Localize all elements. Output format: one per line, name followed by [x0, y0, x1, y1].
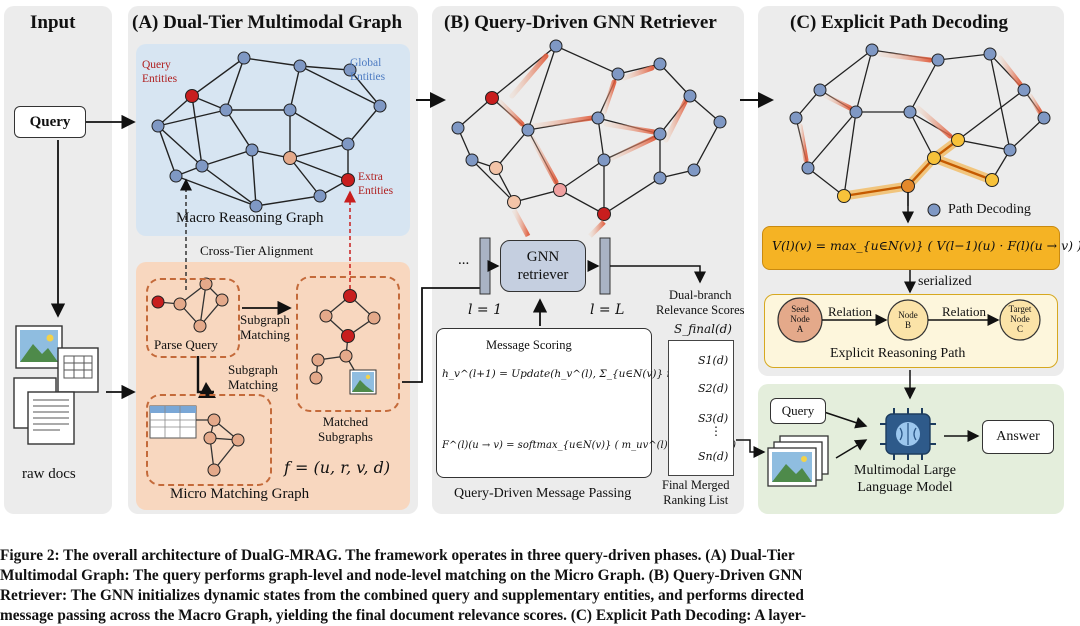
layer-first-label: l = 1 [468, 302, 503, 318]
image-stack-icon [767, 435, 829, 487]
subgraph-matching-1-line-1: Subgraph [240, 312, 290, 327]
query-entities-line-1: Query [142, 59, 171, 71]
decoded-path [839, 135, 997, 201]
layer-last-label: l = L [590, 302, 625, 318]
seed-node-line-2: Node [790, 314, 810, 324]
global-entities-line-2: Entities [350, 71, 386, 83]
caption-line-3: Retriever: The GNN initializes dynamic s… [0, 587, 804, 604]
score-n: Sn(d) [698, 450, 729, 463]
extra-entities-line-2: Entities [358, 185, 394, 197]
caption-line-4: message passing across the Macro Graph, … [0, 607, 806, 624]
score-vertical-ellipsis: ⋮ [710, 424, 722, 438]
caption-line-2: Multimodal Graph: The query performs gra… [0, 567, 803, 584]
dual-branch-line-1: Dual-branch [669, 288, 732, 302]
update-equation: h_v^(l+1) = Update(h_v^(l), Σ_{u∈N(v)} m… [442, 368, 735, 380]
node-b-label: Node B [892, 310, 924, 330]
micro-doc-box [146, 394, 272, 486]
subgraph-matching-1-line-2: Matching [240, 327, 290, 342]
mllm-line-1: Multimodal Large [854, 463, 956, 478]
subgraph-matching-2: Subgraph Matching [228, 362, 278, 392]
cross-tier-label: Cross-Tier Alignment [200, 243, 314, 258]
node-b-line-1: Node [898, 310, 918, 320]
micro-doc-graph [149, 405, 245, 477]
query-entities-line-2: Entities [142, 73, 178, 85]
raw-docs-icon [13, 325, 99, 445]
matched-subgraph-box [296, 276, 400, 412]
panel-c-title: (C) Explicit Path Decoding [790, 12, 1008, 33]
gnn-label-2: retriever [517, 267, 569, 283]
ranking-list-box [668, 340, 734, 476]
subgraph-matching-1: Subgraph Matching [240, 312, 290, 342]
gnn-retriever-box[interactable]: GNN retriever [500, 240, 586, 292]
message-scoring-label: Message Scoring [486, 338, 572, 352]
seed-node-line-1: Seed [791, 304, 809, 314]
parse-query-label: Parse Query [154, 337, 218, 352]
dual-branch-label: Dual-branch Relevance Scores [656, 288, 745, 318]
target-node-label: Target Node C [1004, 304, 1036, 334]
s-final-label: S_final(d) [674, 322, 732, 336]
score-1: S1(d) [698, 354, 729, 367]
seed-node-label: Seed Node A [784, 304, 816, 334]
micro-graph-label: Micro Matching Graph [170, 486, 310, 502]
reasoning-path-graphics [777, 297, 1041, 343]
extra-entities-line-1: Extra [358, 171, 383, 183]
global-entities-line-1: Global [350, 57, 382, 69]
target-node-line-3: C [1016, 324, 1023, 334]
raw-docs-label: raw docs [22, 466, 76, 482]
target-node-line-1: Target [1008, 304, 1032, 314]
tuple-formula: f = (u, r, v, d) [284, 458, 391, 477]
chip-brain-icon [880, 408, 936, 460]
extra-entities-label: Extra Entities [358, 170, 393, 198]
target-node-line-2: Node [1010, 314, 1030, 324]
serialized-label: serialized [918, 274, 972, 289]
score-3: S3(d) [698, 412, 729, 425]
mllm-line-2: Language Model [857, 480, 953, 495]
path-decoding-label: Path Decoding [948, 202, 1031, 217]
relation-label-2: Relation [942, 304, 987, 319]
path-graph [795, 49, 1045, 206]
layer-ellipsis: ... [458, 252, 470, 268]
matched-subgraphs-label: Matched Subgraphs [318, 414, 373, 444]
global-entities-label: Global Entities [350, 56, 385, 84]
query-input-box[interactable]: Query [14, 106, 86, 138]
node-b-line-2: B [904, 320, 911, 330]
score-2: S2(d) [698, 382, 729, 395]
path-equation: V(l)(v) = max_{u∈N(v)} ( V(l−1)(u) · F(l… [772, 238, 1080, 253]
mllm-query-box[interactable]: Query [770, 398, 826, 424]
answer-box[interactable]: Answer [982, 420, 1054, 454]
message-passing-label: Query-Driven Message Passing [454, 486, 632, 501]
final-list-label: Final Merged Ranking List [662, 478, 729, 508]
panel-b-title: (B) Query-Driven GNN Retriever [444, 12, 717, 33]
matched-subgraphs-line-2: Subgraphs [318, 429, 373, 444]
final-list-line-1: Final Merged [662, 478, 730, 492]
subgraph-matching-2-line-1: Subgraph [228, 362, 278, 377]
parse-query-box [146, 278, 240, 358]
reasoning-path-label: Explicit Reasoning Path [830, 346, 966, 361]
matched-subgraph [309, 289, 381, 395]
path-equation-box [762, 226, 1060, 270]
gnn-label-1: GNN [526, 249, 560, 265]
matched-subgraphs-line-1: Matched [322, 414, 369, 429]
panel-a-title: (A) Dual-Tier Multimodal Graph [132, 12, 403, 33]
figure-caption: Figure 2: The overall architecture of Du… [0, 546, 1080, 626]
seed-node-line-3: A [796, 324, 804, 334]
caption-line-1: Figure 2: The overall architecture of Du… [0, 547, 795, 564]
message-passing-box [436, 328, 652, 478]
macro-nodes [151, 51, 387, 213]
gnn-message-flows [493, 53, 689, 209]
dual-branch-line-2: Relevance Scores [656, 303, 745, 317]
subgraph-matching-2-line-2: Matching [228, 377, 278, 392]
mllm-label: Multimodal Large Language Model [854, 462, 956, 496]
macro-graph-label: Macro Reasoning Graph [176, 210, 324, 226]
relation-label-1: Relation [828, 304, 873, 319]
query-entities-label: Query Entities [142, 58, 177, 86]
final-list-line-2: Ranking List [663, 493, 729, 507]
input-title: Input [30, 12, 76, 33]
softmax-equation: F^(l)(u → v) = softmax_{u∈N(v)} ( m_uv^(… [442, 440, 736, 451]
